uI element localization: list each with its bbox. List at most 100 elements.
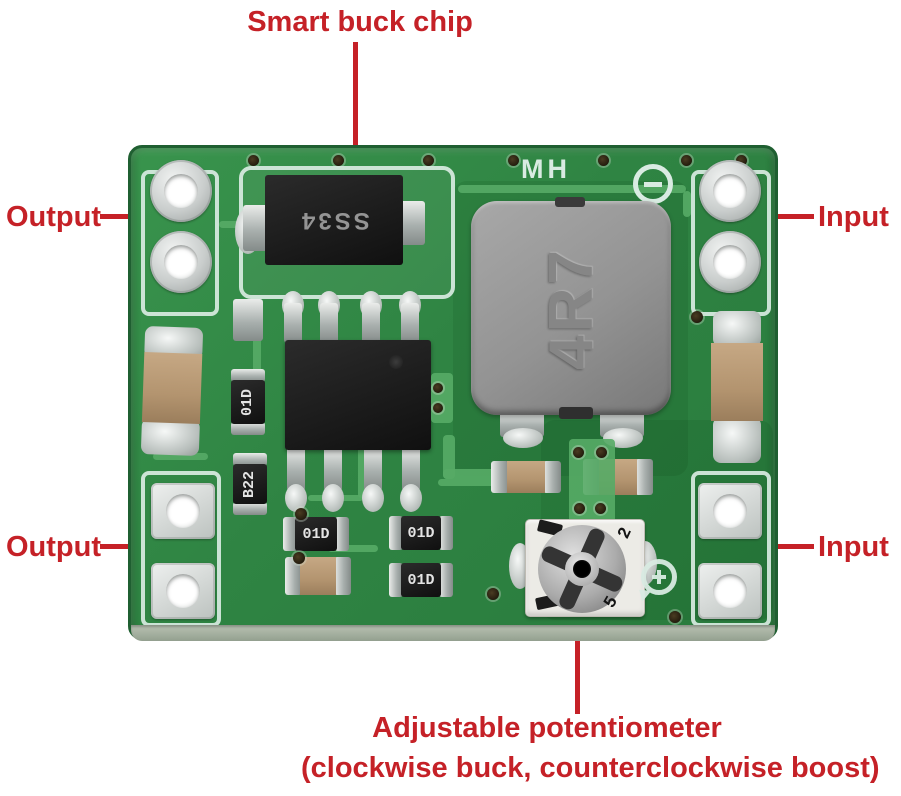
drill-hole bbox=[248, 155, 259, 166]
via bbox=[295, 508, 307, 520]
pot-rotor bbox=[538, 525, 626, 613]
smart-buck-chip-label: Smart buck chip bbox=[247, 6, 473, 38]
chip-pin bbox=[320, 303, 338, 343]
board-id-text: MH bbox=[521, 154, 571, 184]
plus-icon bbox=[634, 559, 677, 602]
pcb-trace bbox=[358, 443, 365, 498]
via bbox=[574, 503, 585, 514]
via bbox=[433, 403, 443, 413]
chip-pin1-dot bbox=[389, 355, 403, 369]
output-top-label: Output bbox=[6, 201, 102, 233]
inductor-slot-bottom bbox=[559, 407, 593, 419]
capacitor-cap bbox=[491, 461, 509, 493]
inductor-label: 4R7 bbox=[536, 246, 606, 370]
solder-joint bbox=[362, 484, 384, 512]
resistor-label: 01D bbox=[302, 525, 330, 543]
chip-pin bbox=[284, 303, 302, 343]
chip-pin bbox=[287, 447, 305, 491]
resistor-label: 01D bbox=[239, 388, 257, 416]
drill-hole bbox=[508, 155, 519, 166]
minus-icon bbox=[633, 164, 673, 204]
drill-hole bbox=[423, 155, 434, 166]
solder-joint bbox=[322, 484, 344, 512]
capacitor-cap bbox=[334, 557, 351, 595]
inductor-4r7: 4R7 bbox=[471, 201, 671, 415]
resistor-label: B22 bbox=[241, 470, 259, 498]
resistor-cap bbox=[233, 502, 267, 515]
pcb-trace bbox=[443, 435, 455, 479]
diode-label: SS34 bbox=[298, 207, 370, 234]
pcb-trace bbox=[219, 221, 249, 228]
solder-joint bbox=[503, 428, 543, 448]
capacitor-body bbox=[141, 352, 203, 424]
solder-joint bbox=[400, 484, 422, 512]
pot-center-hole bbox=[573, 560, 591, 578]
chip-pin bbox=[402, 447, 420, 491]
pot-hub bbox=[565, 552, 599, 586]
resistor-01d-h3: 01D bbox=[389, 563, 453, 597]
via bbox=[596, 447, 607, 458]
potentiometer-label-line1: Adjustable potentiometer bbox=[372, 712, 722, 744]
resistor-label: 01D bbox=[407, 524, 435, 542]
resistor-01d-h2: 01D bbox=[389, 516, 453, 550]
output-pad-bottom2 bbox=[151, 563, 215, 619]
solder-joint bbox=[713, 417, 761, 463]
input-pad-top bbox=[699, 160, 761, 222]
resistor-cap bbox=[233, 453, 267, 466]
chip-pin bbox=[324, 447, 342, 491]
solder-joint bbox=[713, 311, 761, 347]
potentiometer-label-line2: (clockwise buck, counterclockwise boost) bbox=[301, 752, 880, 784]
resistor-label: 01D bbox=[407, 571, 435, 589]
resistor-body: B22 bbox=[233, 464, 267, 504]
pcb-board: MH bbox=[128, 145, 778, 641]
pad-hole bbox=[164, 245, 198, 279]
chip-pin bbox=[362, 303, 380, 343]
capacitor-tan-right bbox=[707, 311, 765, 463]
diode-ss34: SS34 bbox=[265, 175, 403, 265]
pad-hole bbox=[166, 574, 200, 608]
via bbox=[691, 311, 703, 323]
capacitor-body bbox=[300, 557, 336, 595]
drill-hole bbox=[598, 155, 609, 166]
pad-hole bbox=[713, 245, 747, 279]
chip-pin bbox=[401, 303, 419, 343]
inductor-slot-top bbox=[555, 197, 585, 207]
resistor-b22-vertical: B22 bbox=[233, 453, 267, 515]
resistor-cap bbox=[439, 516, 453, 550]
input-pad-second bbox=[699, 231, 761, 293]
potentiometer-arrow-line bbox=[575, 614, 580, 714]
resistor-body: 01D bbox=[401, 563, 441, 597]
via-pad bbox=[431, 373, 453, 423]
resistor-01d-h1: 01D bbox=[283, 517, 349, 551]
input-pad-bottom2 bbox=[698, 563, 762, 619]
capacitor-small bbox=[233, 299, 263, 341]
capacitor-cap bbox=[543, 461, 561, 493]
input-top-label: Input bbox=[818, 201, 889, 233]
resistor-body: 01D bbox=[401, 516, 441, 550]
via bbox=[433, 383, 443, 393]
via bbox=[293, 552, 305, 564]
capacitor-body bbox=[507, 461, 545, 493]
pcb-trace bbox=[443, 469, 513, 479]
resistor-body: 01D bbox=[295, 517, 337, 551]
drill-hole bbox=[333, 155, 344, 166]
pcb-trace bbox=[153, 453, 208, 460]
output-bottom-label: Output bbox=[6, 531, 102, 563]
pad-hole bbox=[713, 494, 747, 528]
capacitor-tan-bottom bbox=[285, 555, 351, 597]
output-pad-top bbox=[150, 160, 212, 222]
chip-pin bbox=[364, 447, 382, 491]
resistor-cap bbox=[231, 422, 265, 435]
capacitor-cap bbox=[635, 459, 653, 495]
minus-bar bbox=[644, 181, 662, 187]
pcb-trace bbox=[328, 545, 378, 552]
output-pad-second bbox=[150, 231, 212, 293]
via bbox=[487, 588, 499, 600]
output-pad-bottom1 bbox=[151, 483, 215, 539]
plus-bar-v bbox=[657, 570, 661, 584]
diode-lead-left bbox=[243, 205, 269, 251]
pcb-trace bbox=[253, 319, 261, 375]
capacitor-tan-left bbox=[139, 326, 205, 456]
resistor-cap bbox=[389, 563, 403, 597]
drill-hole bbox=[736, 155, 747, 166]
